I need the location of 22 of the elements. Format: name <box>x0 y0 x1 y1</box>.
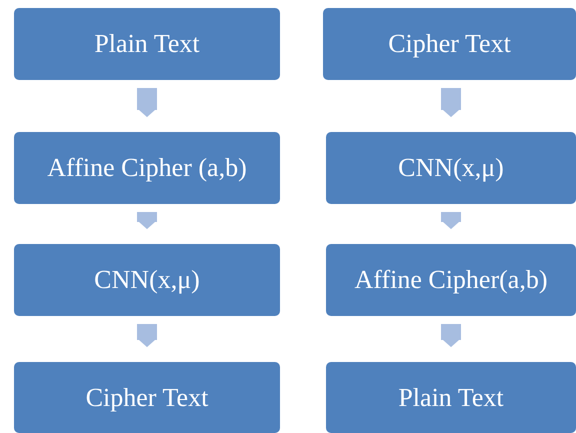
box-label: Cipher Text <box>388 29 511 59</box>
process-box <box>326 244 576 316</box>
box-label: CNN(x,μ) <box>398 153 504 183</box>
arrow <box>137 212 157 230</box>
process-box <box>14 8 280 80</box>
arrow <box>441 212 461 230</box>
box-label: Plain Text <box>94 29 200 59</box>
arrow <box>137 88 157 118</box>
box-label: Plain Text <box>398 382 504 412</box>
process-box <box>14 132 280 204</box>
arrow <box>441 324 461 348</box>
process-box <box>14 362 280 433</box>
box-label: Cipher Text <box>86 382 208 412</box>
arrow <box>137 324 157 348</box>
box-label: CNN(x,μ) <box>94 265 200 295</box>
process-box <box>323 8 576 80</box>
arrow <box>441 88 461 118</box>
box-label: Affine Cipher (a,b) <box>47 153 247 183</box>
process-box <box>14 244 280 316</box>
box-label: Affine Cipher(a,b) <box>354 265 548 295</box>
process-box <box>326 132 576 204</box>
process-box <box>326 362 576 433</box>
